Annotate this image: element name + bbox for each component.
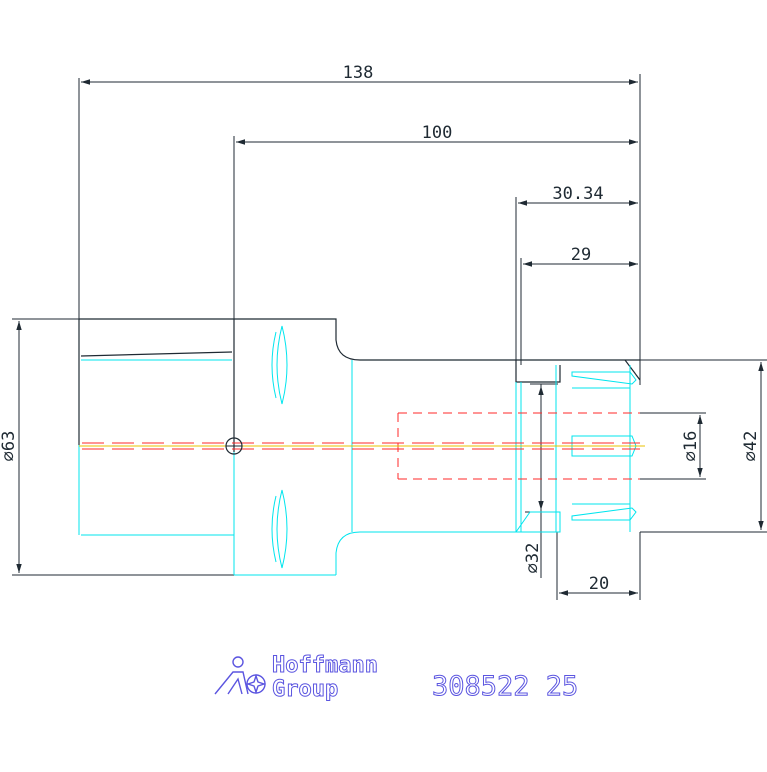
dim-overall-length: 138 [343, 63, 374, 83]
dimension-lines [12, 74, 767, 600]
dim-collet-length: 29 [571, 245, 591, 265]
dim-body-diameter: ⌀32 [523, 543, 543, 574]
inner-geometry [78, 325, 637, 576]
logo-text-line2: Group [272, 677, 338, 702]
logo-text-line1: Hoffmann [272, 653, 378, 678]
dim-nut-length: 30.34 [552, 184, 603, 204]
logo-figure-icon [214, 656, 267, 695]
dim-gauge-length: 100 [422, 123, 453, 143]
part-outline [78, 318, 641, 452]
hoffmann-logo [214, 656, 267, 695]
dim-bore-diameter: ⌀16 [681, 431, 701, 462]
dim-clamp-length: 20 [589, 574, 609, 594]
dim-nut-diameter: ⌀42 [741, 431, 761, 462]
article-number: 308522 25 [432, 671, 578, 702]
dim-flange-diameter: ⌀63 [0, 431, 19, 462]
